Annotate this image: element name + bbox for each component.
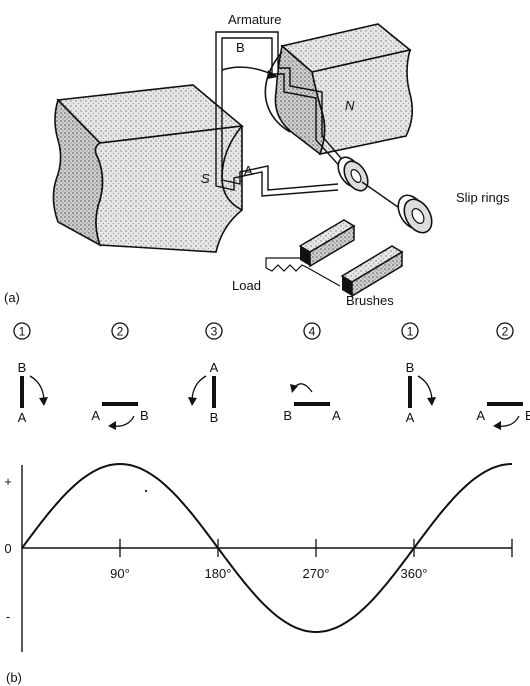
coil-end-bottom: A [18, 410, 27, 425]
x-ticks: 90° 180° 270° 360° [110, 539, 513, 581]
position-number: 2 [117, 325, 124, 339]
armature-rotation-arrowhead [267, 70, 278, 79]
coil-end-right: A [332, 408, 341, 423]
n-pole-magnet [264, 23, 414, 156]
coil-end-a-label: A [244, 163, 253, 178]
generator-illustration: Armature B A N S Slip rings Load Brushes… [4, 12, 510, 308]
armature-label: Armature [228, 12, 281, 27]
position-number: 1 [19, 325, 26, 339]
position-number-circle [401, 322, 419, 340]
emf-sine-wave [21, 462, 513, 634]
coil-end-bottom: A [406, 410, 415, 425]
position-number-circle [13, 322, 31, 340]
coil-position-1: 1B A [13, 322, 48, 425]
coil-end-left: A [91, 408, 100, 423]
emf-graph: 90° 180° 270° 360° + 0 - [4, 462, 513, 652]
load-label: Load [232, 278, 261, 293]
rotation-arrowhead [188, 397, 197, 406]
coil-end-left: A [476, 408, 485, 423]
slip-ring-rear [397, 194, 433, 234]
coil-position-5: 1B A [401, 322, 436, 425]
brush-rear [340, 245, 404, 298]
slip-ring-front [337, 156, 369, 192]
rotation-arrow [293, 383, 313, 393]
coil-position-3: 3A B [188, 322, 223, 425]
s-pole-label: S [201, 171, 210, 186]
rotation-arrowhead [290, 384, 298, 393]
armature-coil [215, 31, 359, 197]
coil-end-top: B [18, 360, 27, 375]
coil-end-b-label: B [236, 40, 245, 55]
coil-end-left: B [283, 408, 292, 423]
rotation-arrowhead [108, 421, 116, 430]
rotation-arrowhead [39, 397, 48, 406]
panel-b-label: (b) [6, 670, 22, 685]
s-pole-magnet [52, 84, 244, 253]
load-resistor [265, 264, 309, 272]
coil-end-right: B [140, 408, 149, 423]
position-number-circle [205, 322, 223, 340]
rotation-arrowhead [493, 421, 501, 430]
x-tick-label: 90° [110, 566, 130, 581]
rotation-arrowhead [427, 397, 436, 406]
x-tick-label: 360° [401, 566, 428, 581]
load-circuit [265, 257, 341, 287]
coil-end-bottom: B [210, 410, 219, 425]
brush-front [298, 219, 356, 268]
y-tick-plus: + [4, 474, 12, 489]
y-tick-zero: 0 [4, 541, 11, 556]
stray-dot [144, 489, 148, 493]
x-tick-label: 180° [205, 566, 232, 581]
position-number: 3 [211, 325, 218, 339]
slip-rings-label: Slip rings [456, 190, 510, 205]
y-tick-minus: - [6, 609, 10, 624]
coil-position-4: 4B A [283, 322, 341, 423]
coil-position-2: 2A B [91, 322, 149, 430]
position-number: 2 [502, 325, 509, 339]
panel-a-label: (a) [4, 290, 20, 305]
n-pole-label: N [345, 98, 355, 113]
coil-positions: 1B A 2A B 3A B 4B A 1B A 2A B [13, 322, 530, 430]
position-number-circle [303, 322, 321, 340]
position-number-circle [496, 322, 514, 340]
coil-end-top: B [406, 360, 415, 375]
position-number: 1 [407, 325, 414, 339]
brushes-label: Brushes [346, 293, 394, 308]
coil-end-right: B [525, 408, 530, 423]
x-tick-label: 270° [303, 566, 330, 581]
coil-position-6: 2A B [476, 322, 530, 430]
position-number-circle [111, 322, 129, 340]
position-number: 4 [309, 325, 316, 339]
coil-end-top: A [210, 360, 219, 375]
